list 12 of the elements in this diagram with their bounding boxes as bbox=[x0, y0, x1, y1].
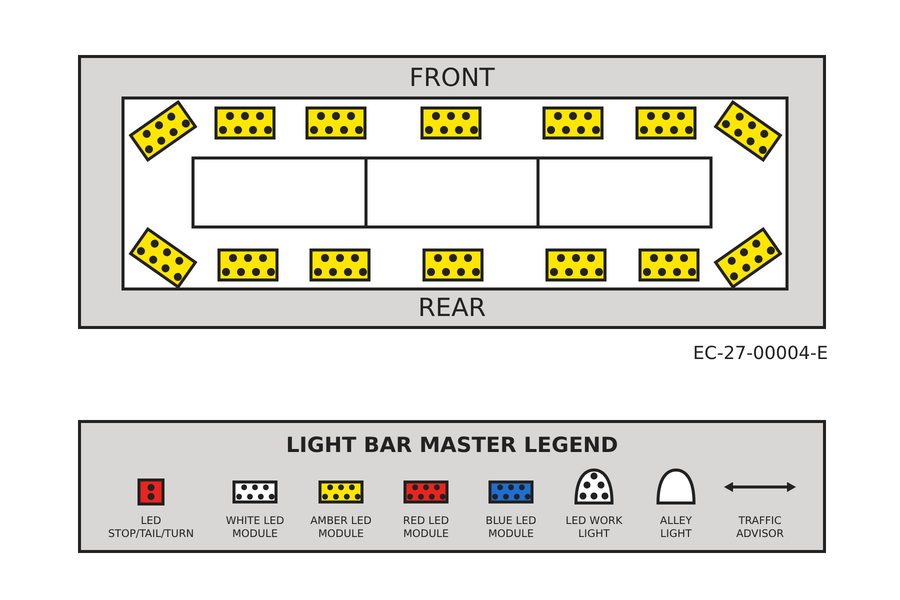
legend-label: AMBER LED MODULE bbox=[309, 515, 373, 541]
legend-label: TRAFFIC ADVISOR bbox=[735, 515, 785, 541]
legend-label: LED STOP/TAIL/TURN bbox=[107, 515, 195, 541]
legend-label: ALLEY LIGHT bbox=[659, 515, 693, 541]
side-label: REAR bbox=[417, 293, 487, 322]
legend-label: LED WORK LIGHT bbox=[564, 515, 624, 541]
legend-label: BLUE LED MODULE bbox=[484, 515, 538, 541]
legend-label: RED LED MODULE bbox=[402, 515, 450, 541]
legend-title: LIGHT BAR MASTER LEGEND bbox=[284, 433, 620, 457]
legend-label: WHITE LED MODULE bbox=[224, 515, 286, 541]
drawing-number: EC-27-00004-E bbox=[693, 343, 828, 364]
side-label: FRONT bbox=[408, 63, 496, 92]
